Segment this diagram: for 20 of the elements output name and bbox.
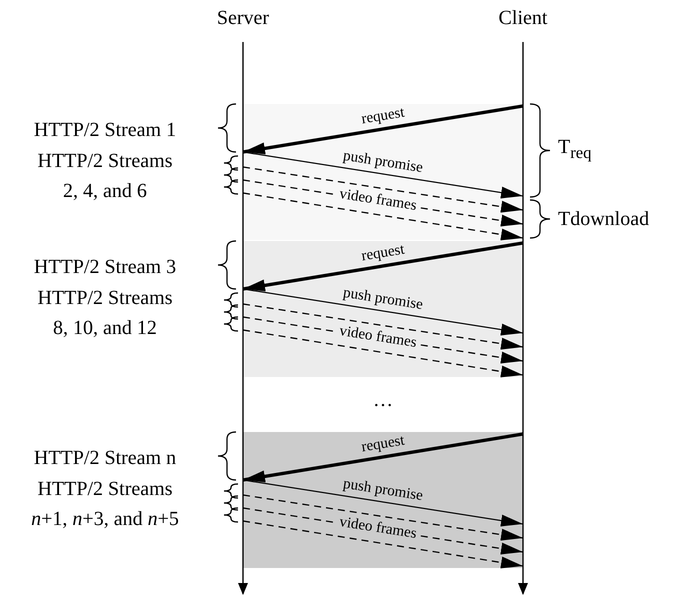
participant-label: Server (216, 6, 270, 30)
ellipsis: … (372, 388, 394, 413)
arrow (242, 241, 524, 292)
dashed-arrow (242, 329, 524, 378)
stream-label: HTTP/2 Streams n+1, n+3, and n+5 (30, 477, 180, 532)
stream-label: HTTP/2 Streams 8, 10, and 12 (36, 286, 174, 341)
stream-label: HTTP/2 Streams 2, 4, and 6 (36, 149, 174, 204)
stream-label: HTTP/2 Stream 1 (32, 118, 178, 143)
dashed-arrow (242, 494, 524, 541)
participant-label: Client (498, 6, 548, 30)
arrow (242, 432, 524, 482)
stream-label: HTTP/2 Stream 3 (32, 255, 178, 280)
duration-label: T$_{req}$ (558, 135, 592, 164)
dashed-arrow (242, 303, 524, 350)
dashed-arrow (242, 520, 524, 568)
duration-label: Tdownload (558, 207, 650, 232)
stream-label: HTTP/2 Stream n (32, 446, 178, 471)
dashed-arrow (242, 192, 524, 240)
dashed-arrow (242, 166, 524, 213)
arrow (242, 104, 524, 154)
